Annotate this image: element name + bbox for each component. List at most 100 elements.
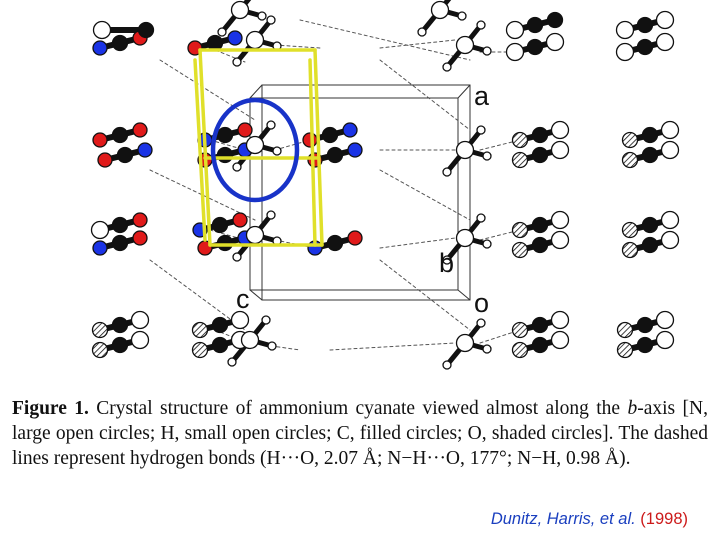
axis-label-c: c — [236, 284, 250, 314]
hydrogen-bond — [479, 329, 521, 344]
carbon-atom — [137, 21, 155, 39]
nitrogen-atom — [130, 310, 150, 330]
hydrogen-bond — [479, 229, 521, 241]
oxygen-atom — [191, 341, 209, 359]
carbon-atom — [116, 146, 134, 164]
oxygen-atom-highlight — [232, 212, 248, 228]
oxygen-atom-highlight — [302, 132, 318, 148]
oxygen-atom — [511, 241, 529, 259]
hydrogen-bond — [329, 342, 456, 351]
hydrogen-bond — [299, 19, 471, 61]
citation: Dunitz, Harris, et al. (1998) — [491, 510, 688, 529]
oxygen-atom — [511, 151, 529, 169]
unit-cell-projection — [198, 48, 212, 247]
nitrogen-atom — [550, 310, 570, 330]
carbon-atom — [531, 216, 549, 234]
highlight-ring — [210, 97, 300, 203]
nitrogen-atom — [505, 20, 525, 40]
nitrogen-atom — [455, 140, 475, 160]
hydrogen-bond — [379, 169, 471, 221]
unit-cell-edge — [249, 84, 263, 99]
carbon-atom — [531, 236, 549, 254]
citation-authors: Dunitz, Harris, et al. — [490, 510, 641, 528]
nitrogen-atom — [550, 120, 570, 140]
nitrogen-atom — [550, 140, 570, 160]
carbon-atom — [111, 336, 129, 354]
carbon-atom — [546, 11, 564, 29]
caption-text-2: -axis [N, large open circles; H, small o… — [12, 398, 708, 469]
carbon-atom — [526, 16, 544, 34]
hydrogen-atom — [232, 252, 242, 262]
axis-label-b: b — [439, 248, 455, 278]
nitrogen-atom-highlight — [342, 122, 358, 138]
hydrogen-atom — [457, 11, 467, 21]
carbon-atom — [111, 126, 129, 144]
hydrogen-bond — [159, 59, 256, 121]
carbon-atom — [526, 38, 544, 56]
oxygen-atom — [616, 321, 634, 339]
oxygen-atom — [621, 131, 639, 149]
nitrogen-atom — [130, 330, 150, 350]
hydrogen-atom — [261, 315, 271, 325]
nitrogen-atom — [455, 35, 475, 55]
citation-year: (1998) — [640, 510, 688, 528]
nitrogen-atom — [230, 310, 250, 330]
hydrogen-atom — [442, 360, 452, 370]
unit-cell-projection — [308, 58, 317, 247]
hydrogen-bond — [479, 139, 521, 151]
nitrogen-atom-highlight — [92, 40, 108, 56]
hydrogen-atom — [217, 27, 227, 37]
hydrogen-atom — [266, 120, 276, 130]
nitrogen-atom — [505, 42, 525, 62]
hydrogen-atom — [257, 11, 267, 21]
hydrogen-atom — [442, 255, 452, 265]
oxygen-atom — [91, 321, 109, 339]
nitrogen-atom — [230, 0, 250, 20]
hydrogen-atom — [227, 357, 237, 367]
hydrogen-atom — [266, 15, 276, 25]
hydrogen-bond — [274, 44, 321, 49]
caption-axis: b — [627, 398, 638, 419]
oxygen-atom — [91, 341, 109, 359]
oxygen-atom-highlight — [132, 212, 148, 228]
carbon-atom — [216, 234, 234, 252]
nitrogen-atom — [550, 330, 570, 350]
oxygen-atom-highlight — [237, 122, 253, 138]
nitrogen-atom-highlight — [227, 30, 243, 46]
oxygen-atom-highlight — [347, 230, 363, 246]
carbon-atom — [111, 216, 129, 234]
nitrogen-atom — [660, 230, 680, 250]
unit-cell-edge — [457, 84, 471, 99]
hydrogen-atom — [476, 213, 486, 223]
nitrogen-atom — [655, 310, 675, 330]
oxygen-atom-highlight — [97, 152, 113, 168]
hydrogen-atom — [482, 151, 492, 161]
nitrogen-atom — [240, 330, 260, 350]
nitrogen-atom-highlight — [347, 142, 363, 158]
crystal-structure-figure: a b c o — [90, 0, 680, 370]
carbon-atom — [111, 316, 129, 334]
nitrogen-atom — [92, 20, 112, 40]
hydrogen-atom — [476, 318, 486, 328]
carbon-atom — [326, 234, 344, 252]
carbon-atom — [216, 146, 234, 164]
nitrogen-atom — [245, 225, 265, 245]
carbon-atom — [326, 146, 344, 164]
hydrogen-bond — [379, 259, 471, 331]
nitrogen-atom-highlight — [92, 240, 108, 256]
carbon-atom — [531, 146, 549, 164]
hydrogen-atom — [267, 341, 277, 351]
highlight-overlay — [193, 48, 324, 247]
hydrogen-bond — [379, 39, 456, 49]
oxygen-atom — [511, 131, 529, 149]
unit-cell-projection — [313, 48, 324, 247]
figure-caption: Figure 1. Crystal structure of ammonium … — [12, 396, 708, 471]
unit-cell-edge — [457, 289, 471, 301]
carbon-atom — [111, 234, 129, 252]
hydrogen-bond — [149, 259, 246, 331]
molecule-bonds — [97, 0, 673, 368]
nitrogen-atom-highlight — [137, 142, 153, 158]
nitrogen-atom — [455, 333, 475, 353]
nitrogen-atom — [655, 10, 675, 30]
caption-label: Figure 1. — [12, 398, 89, 419]
